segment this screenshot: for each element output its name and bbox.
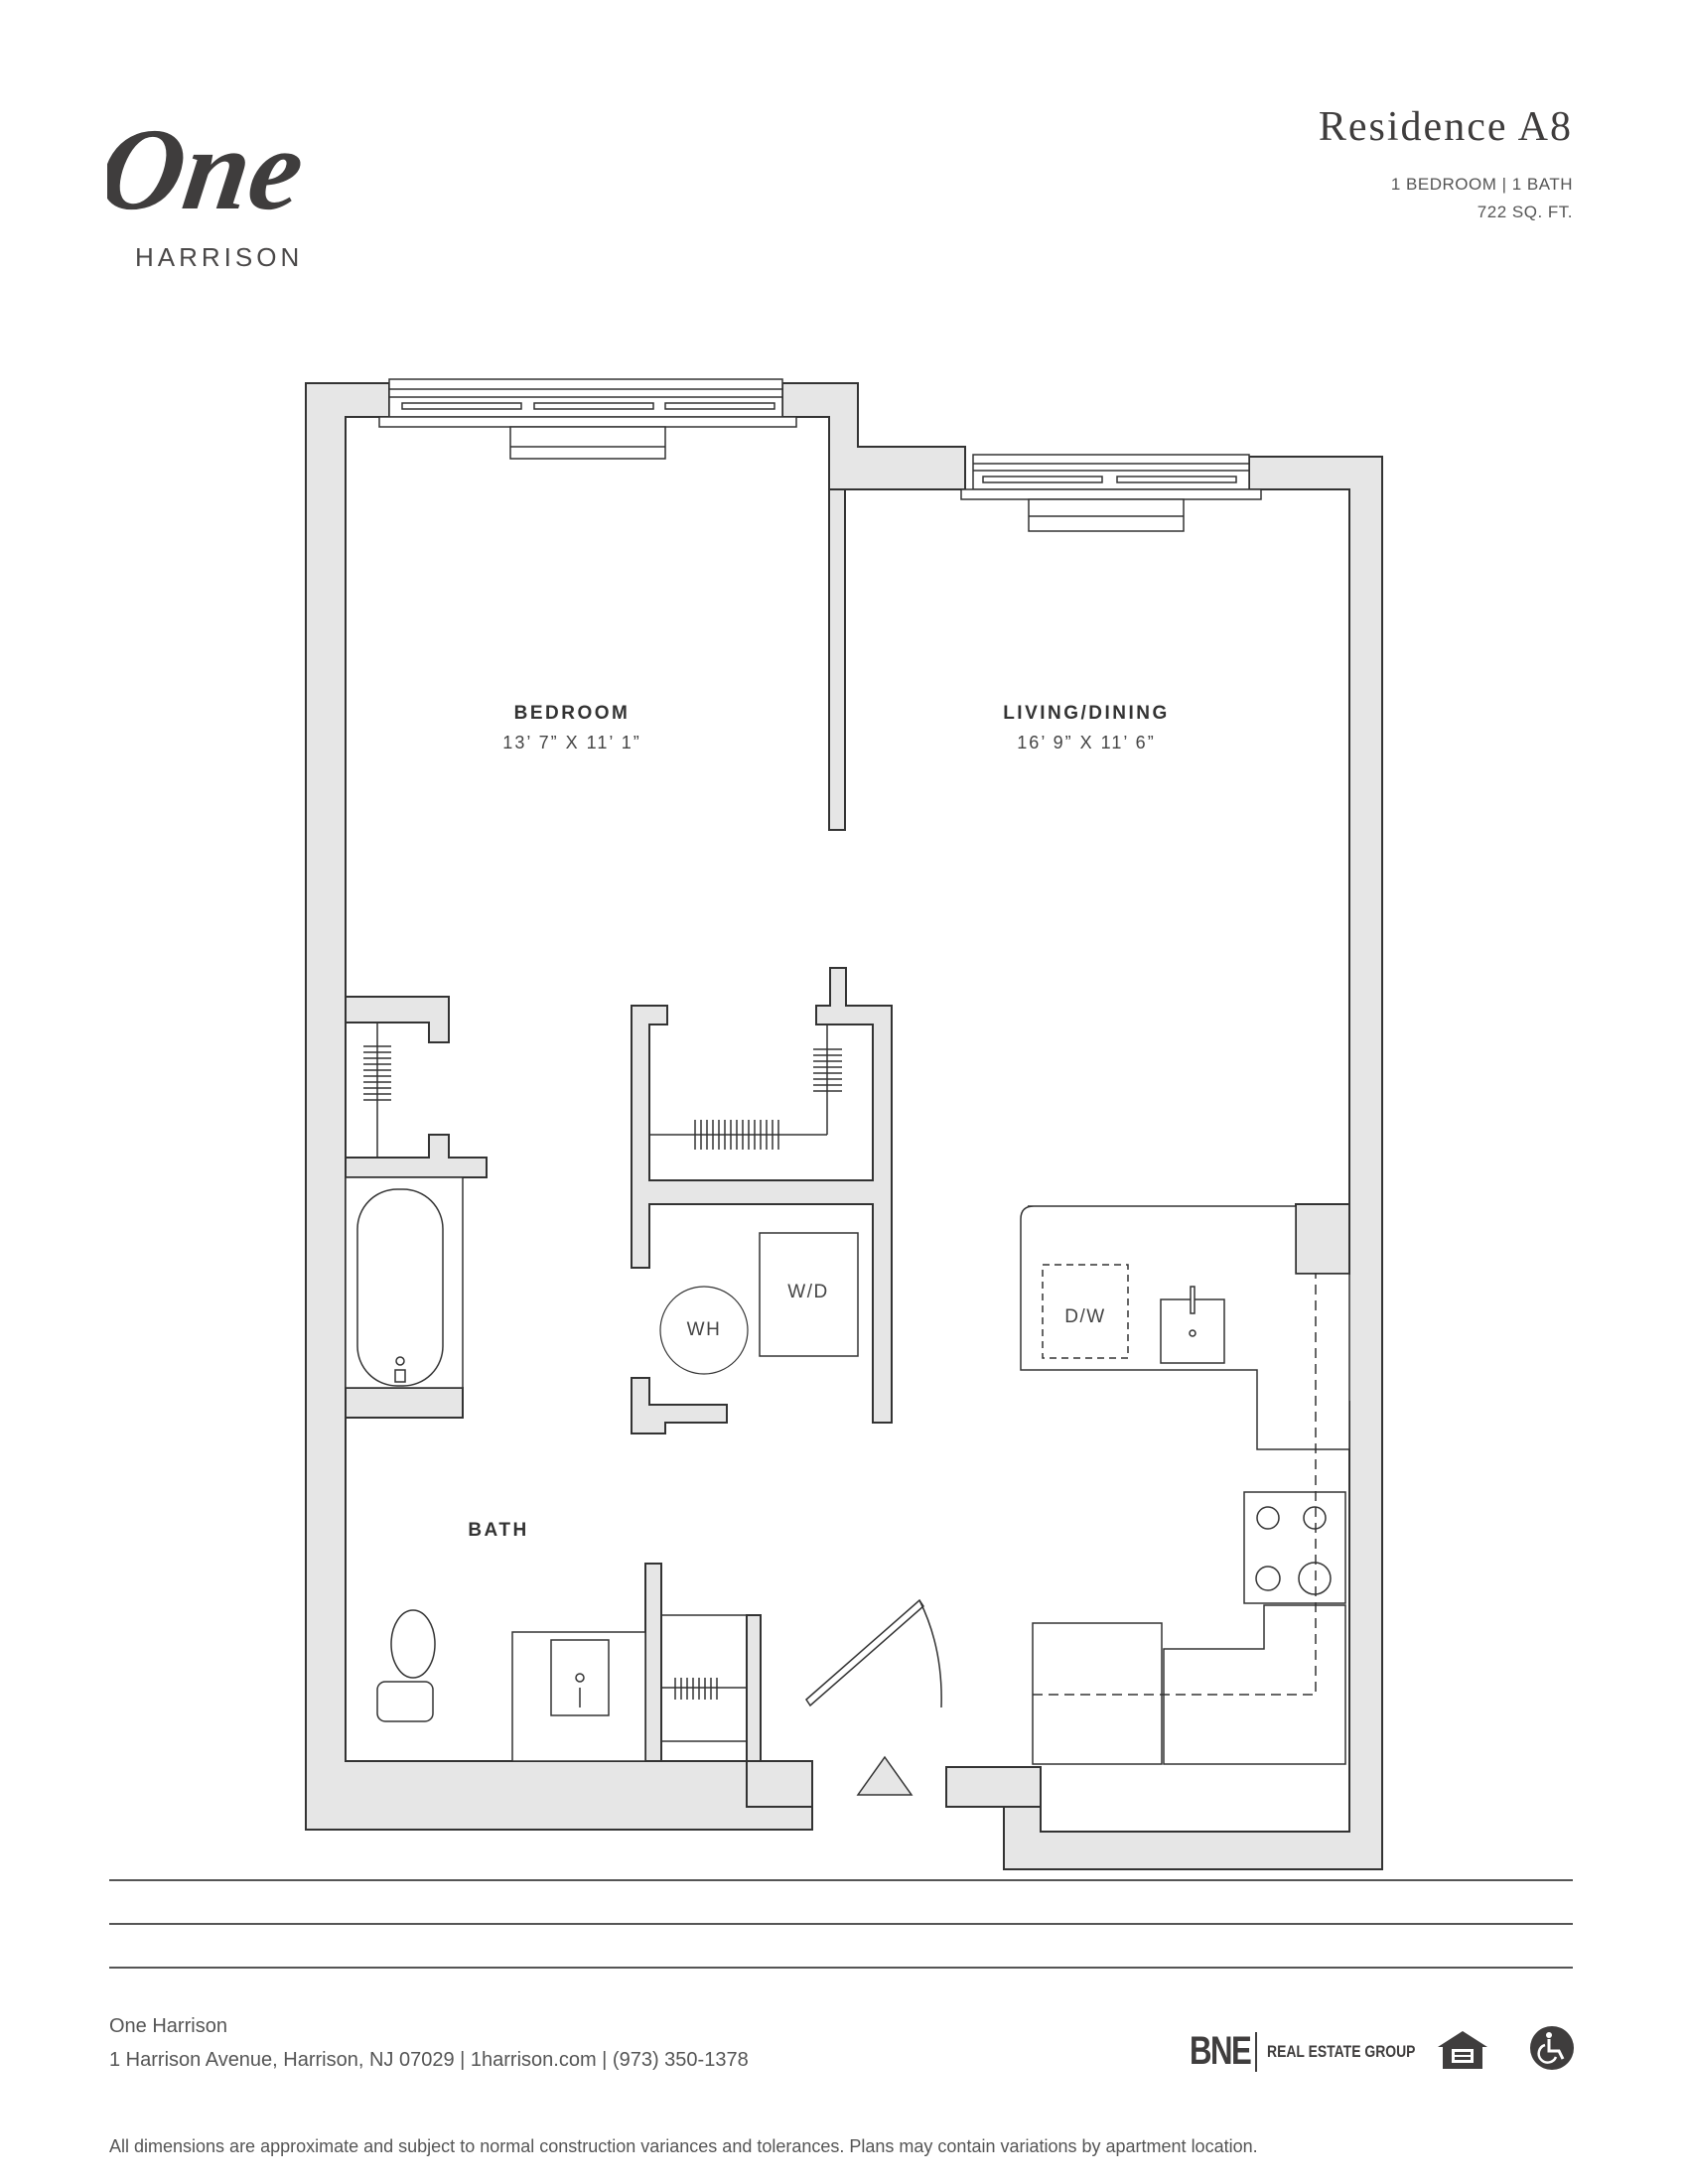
exterior-wall-entry-left [746,1760,813,1808]
room-bedroom: BEDROOM 13’ 7” X 11’ 1” [502,703,640,753]
laundry-closet-walls [631,967,893,1424]
bath-partition [644,1563,662,1762]
closet-rods [363,1023,842,1700]
range [1243,1491,1346,1604]
room-bath: BATH [468,1520,528,1542]
disclaimer-text: All dimensions are approximate and subje… [109,2136,1258,2156]
dishwasher [1042,1264,1129,1359]
room-dimensions: 16’ 9” X 11’ 6” [1017,733,1156,752]
note-line [109,1967,1573,1969]
water-heater-label: WH [686,1319,722,1340]
exterior-wall-west [305,382,813,1831]
bne-mark: BNE [1190,2029,1252,2073]
accessibility-icon [1530,2026,1574,2070]
beds-baths: 1 BEDROOM | 1 BATH [1390,175,1573,194]
logo-divider [1255,2031,1257,2072]
exterior-wall-east [1003,456,1383,1870]
note-line [109,1879,1573,1881]
upper-cabinet-outline [1033,1274,1317,1696]
room-living-dining: LIVING/DINING 16’ 9” X 11’ 6” [1003,703,1170,753]
bathtub [345,1176,464,1389]
dishwasher-label: D/W [1064,1306,1106,1327]
one-script-logo: One [107,107,312,234]
logo-harrison-text: HARRISON [135,242,304,272]
partition-bedroom-living [828,488,846,831]
kitchen-pier [1295,1203,1350,1275]
exterior-wall-entry-right [945,1766,1042,1808]
footer-property-name: One Harrison [109,2015,227,2037]
footer-address: 1 Harrison Avenue, Harrison, NJ 07029 | … [109,2049,749,2071]
bne-text: REAL ESTATE GROUP [1267,2041,1416,2061]
developer-logo: BNE REAL ESTATE GROUP [1190,2029,1448,2074]
note-line [109,1923,1573,1925]
closet-wall-bottom [345,1134,488,1178]
equal-housing-icon [1438,2031,1487,2069]
room-dimensions: 13’ 7” X 11’ 1” [502,733,641,752]
water-heater [659,1286,749,1375]
residence-title: Residence A8 [1318,104,1573,150]
toilet [376,1609,436,1722]
kitchen-sink [1160,1286,1225,1364]
entry-marker-icon [856,1755,914,1796]
exterior-wall-step [781,382,966,490]
unit-meta: 1 BEDROOM | 1 BATH 722 SQ. FT. [1391,171,1573,226]
laundry-stub [631,1377,728,1434]
vanity [511,1631,646,1762]
room-name: LIVING/DINING [1003,703,1170,724]
room-name: BEDROOM [513,703,631,724]
washer-dryer-label: W/D [787,1282,829,1302]
bedroom-window [378,378,797,460]
room-name: BATH [468,1520,529,1541]
washer-dryer [759,1232,859,1357]
tub-wall [345,1387,464,1419]
living-window [960,454,1262,532]
square-footage: 722 SQ. FT. [1477,203,1573,221]
lower-cabinets [1032,1604,1346,1765]
linen-closet-wall [746,1614,762,1762]
entry-door [805,1598,942,1708]
svg-text:One: One [107,107,312,234]
linen-closet [660,1614,748,1742]
closet-wall-top [345,996,450,1043]
